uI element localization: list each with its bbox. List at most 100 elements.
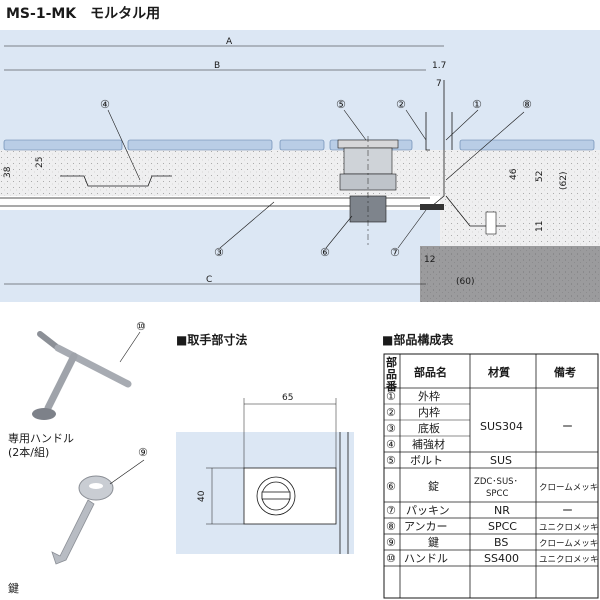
callout-leaders	[107, 109, 525, 249]
callout-2: ②	[396, 98, 406, 111]
row-2-name: 内枠	[418, 405, 440, 419]
row-6-name: 錠	[428, 479, 439, 493]
th-material: 材質	[488, 365, 510, 379]
handle-figure: ⑩ 専用ハンドル (2本/組)	[8, 320, 146, 459]
row-7-no: ⑦	[386, 504, 396, 517]
dim-46: 46	[509, 168, 519, 180]
handle-label-line1: 専用ハンドル	[8, 432, 74, 445]
row-8-material: SPCC	[488, 520, 517, 533]
row-5-name: ボルト	[410, 454, 443, 467]
structural-concrete	[420, 246, 600, 302]
row-10-note: ユニクロメッキ	[539, 555, 599, 565]
callout-4: ④	[100, 98, 110, 111]
row-5-no: ⑤	[386, 454, 396, 467]
callout-6: ⑥	[320, 246, 330, 259]
row-9-name: 鍵	[428, 535, 439, 549]
gasket	[420, 204, 444, 210]
row-8-name: アンカー	[404, 520, 448, 533]
frame-mortar	[440, 196, 600, 246]
base-plate-strip	[0, 196, 440, 210]
dim-60: (60)	[456, 277, 474, 287]
handle-t-bar-left	[37, 331, 61, 351]
dim-b-label: B	[214, 61, 220, 71]
row-9-no: ⑨	[386, 536, 396, 549]
tile	[459, 139, 595, 151]
table-rows: ① 外枠 ② 内枠 ③ 底板 ④ 補強材 SUS304 ー ⑤ ボルト SUS …	[386, 389, 599, 565]
dim-52: 52	[535, 171, 545, 182]
dim-c-label: C	[206, 275, 212, 285]
row-6-no: ⑥	[386, 480, 396, 493]
th-name: 部品名	[414, 365, 447, 379]
parts-table-frame	[383, 353, 599, 599]
anchor-bolt	[485, 211, 497, 235]
handle-shaft	[44, 352, 78, 412]
row-3-name: 底板	[418, 421, 440, 435]
tile	[3, 139, 123, 151]
row-1-name: 外枠	[418, 389, 440, 403]
handle-dimension-section: ■取手部寸法 65 40	[176, 332, 354, 554]
th-no-1: 部	[386, 355, 397, 369]
dim-a-label: A	[226, 37, 233, 47]
parts-table-title: ■部品構成表	[382, 332, 454, 347]
handle-t-bar	[54, 344, 132, 388]
callout-5: ⑤	[336, 98, 346, 111]
section-view: A B C 1.7 7 38 25 46 52 (62) 11 12 (60) …	[0, 30, 600, 302]
callout-7: ⑦	[390, 246, 400, 259]
handle-label-line2: (2本/組)	[8, 445, 49, 459]
row-5-material: SUS	[490, 454, 512, 467]
row-lines	[384, 403, 598, 567]
th-no-3: 番	[385, 379, 398, 393]
row-7-name: パッキン	[406, 504, 450, 517]
row-9-note: クロームメッキ	[539, 539, 598, 549]
th-no-2: 品	[386, 368, 397, 381]
row-4-no: ④	[386, 438, 396, 451]
reinforcement-bar	[60, 175, 172, 187]
dim-7: 7	[436, 79, 442, 89]
outer-frame	[431, 80, 445, 207]
row-6-material-line1: ZDC･SUS･	[474, 477, 518, 487]
page-title: MS-1-MK モルタル用	[6, 6, 160, 22]
dim-11: 11	[535, 221, 545, 232]
key-blade	[51, 499, 95, 565]
dim-40: 40	[197, 490, 207, 502]
row-10-no: ⑩	[386, 552, 396, 565]
mortar-layer	[0, 150, 600, 196]
row-6-note: クロームメッキ	[539, 483, 598, 493]
dim-1-7: 1.7	[432, 61, 446, 71]
row-1-no: ①	[386, 390, 396, 403]
handle-nut	[32, 408, 56, 420]
row-2-no: ②	[386, 406, 396, 419]
key-hole	[89, 483, 103, 489]
th-note: 備考	[554, 365, 576, 379]
inner-frame	[425, 112, 430, 151]
row-10-material: SS400	[484, 552, 519, 565]
dim-25: 25	[35, 157, 45, 168]
dim-62: (62)	[559, 172, 569, 190]
callout-labels: ④ ⑤ ② ① ⑧ ③ ⑥ ⑦	[100, 98, 532, 259]
handle-section-title: ■取手部寸法	[176, 332, 247, 347]
row-8-note: ユニクロメッキ	[539, 523, 599, 533]
row-8-no: ⑧	[386, 520, 396, 533]
row-3-no: ③	[386, 422, 396, 435]
merged-material: SUS304	[480, 420, 523, 433]
dim-38: 38	[3, 166, 13, 178]
callout-8: ⑧	[522, 98, 532, 111]
dim-12: 12	[424, 255, 435, 265]
row-10-name: ハンドル	[404, 552, 448, 565]
callout-3: ③	[214, 246, 224, 259]
parts-table: ■部品構成表 部 品 番 部品名 材質 備考 ① 外枠 ②	[382, 332, 599, 599]
dim-65: 65	[282, 393, 293, 403]
row-4-name: 補強材	[412, 437, 445, 451]
key-label: 鍵	[8, 581, 19, 595]
callout-1: ①	[472, 98, 482, 111]
callout-9: ⑨	[138, 446, 148, 459]
callout-10: ⑩	[136, 320, 146, 333]
row-9-material: BS	[494, 536, 508, 549]
row-7-note: ー	[562, 504, 573, 517]
key-figure: ⑨ 鍵	[8, 446, 148, 595]
row-6-material-line2: SPCC	[486, 489, 508, 499]
merged-note: ー	[562, 420, 573, 433]
handle-slot	[261, 491, 291, 500]
row-7-material: NR	[494, 504, 510, 517]
